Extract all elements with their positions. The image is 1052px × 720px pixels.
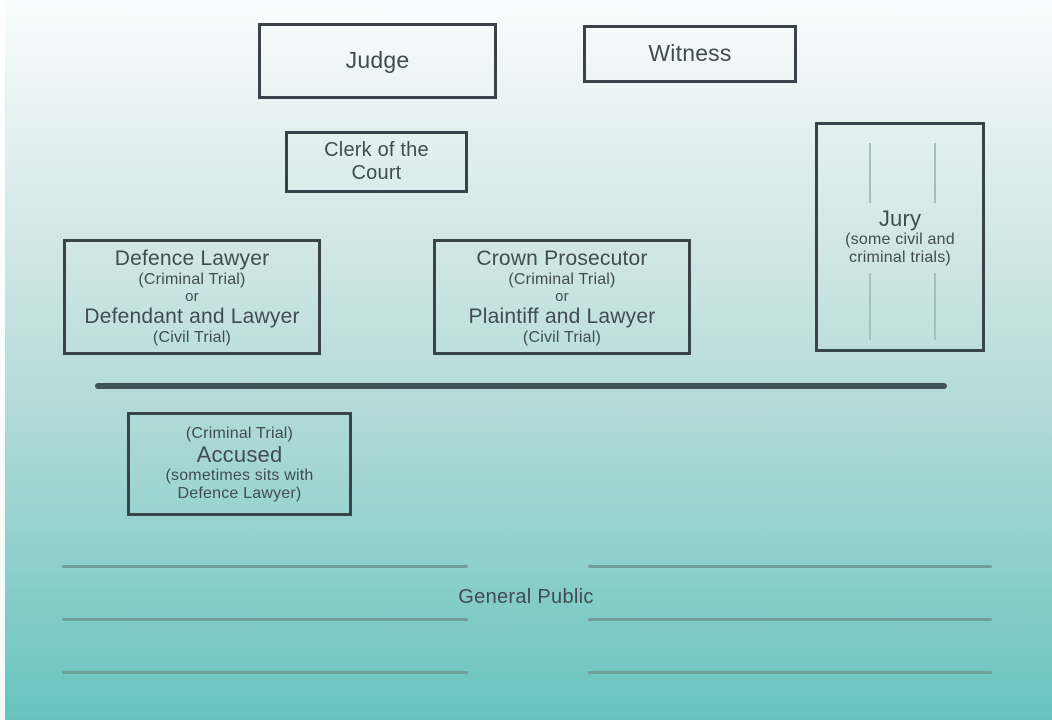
gallery-bench-line <box>588 618 992 621</box>
jury-bench-line <box>869 273 871 340</box>
judge-label: Judge <box>345 47 410 74</box>
accused-criminal-note: (Criminal Trial) <box>185 425 294 443</box>
prosecutor-criminal-note: (Criminal Trial) <box>508 270 616 288</box>
prosecutor-box: Crown Prosecutor (Criminal Trial) or Pla… <box>433 239 691 355</box>
judge-box: Judge <box>258 23 497 99</box>
clerk-label: Clerk of the Court <box>324 139 429 184</box>
prosecutor-civil-note: (Civil Trial) <box>522 329 602 347</box>
witness-box: Witness <box>583 25 797 83</box>
accused-note: (sometimes sits with Defence Lawyer) <box>165 467 314 503</box>
gallery-bench-line <box>588 671 992 674</box>
left-edge-highlight <box>0 0 5 720</box>
jury-label: Jury <box>878 206 922 231</box>
prosecutor-or-label: or <box>555 287 569 305</box>
clerk-box: Clerk of the Court <box>285 131 468 193</box>
jury-bench-line <box>934 273 936 340</box>
jury-subtitle: (some civil and criminal trials) <box>845 231 955 267</box>
defence-role-civil: Defendant and Lawyer <box>84 305 300 329</box>
jury-box: Jury (some civil and criminal trials) <box>815 122 985 352</box>
gallery-bench-line <box>62 618 468 621</box>
gallery-bench-line <box>62 671 468 674</box>
jury-bench-line <box>869 143 871 203</box>
accused-label: Accused <box>196 441 283 467</box>
general-public-label: General Public <box>458 586 594 608</box>
defence-or-label: or <box>185 287 199 305</box>
defence-role-criminal: Defence Lawyer <box>114 246 270 270</box>
defence-civil-note: (Civil Trial) <box>152 329 232 347</box>
defence-lawyer-box: Defence Lawyer (Criminal Trial) or Defen… <box>63 239 321 355</box>
accused-box: (Criminal Trial) Accused (sometimes sits… <box>127 412 352 516</box>
gallery-bench-line <box>588 565 992 568</box>
jury-bench-line <box>934 143 936 203</box>
defence-criminal-note: (Criminal Trial) <box>138 270 246 288</box>
bar-divider <box>95 383 947 389</box>
prosecutor-role-civil: Plaintiff and Lawyer <box>468 305 656 329</box>
gallery-bench-line <box>62 565 468 568</box>
prosecutor-role-criminal: Crown Prosecutor <box>476 246 648 270</box>
witness-label: Witness <box>648 40 732 67</box>
